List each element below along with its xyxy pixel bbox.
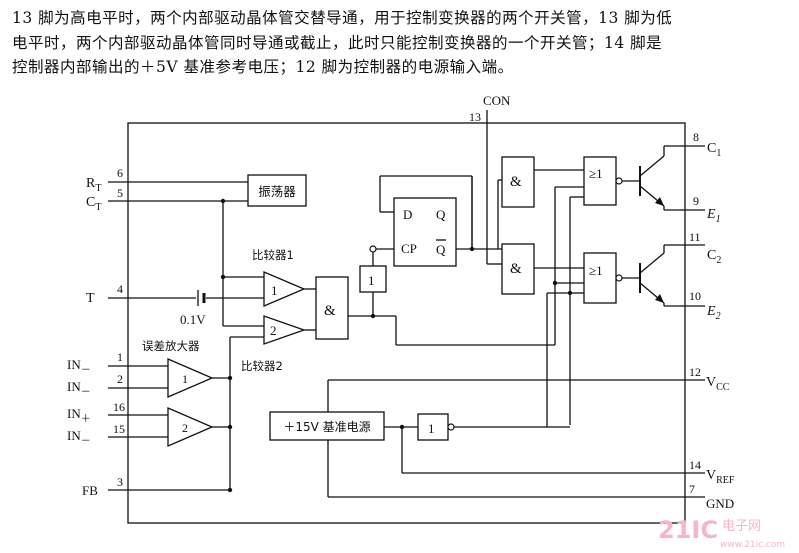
svg-text:≥1: ≥1 bbox=[589, 263, 603, 278]
reference-source-label: ＋15V 基准电源 bbox=[283, 420, 370, 434]
description-text: 13 脚为高电平时，两个内部驱动晶体管交替导通，用于控制变换器的两个开关管，13… bbox=[12, 6, 792, 80]
description-line-3: 控制器内部输出的＋5V 基准参考电压；12 脚为控制器的电源输入端。 bbox=[12, 58, 514, 76]
gnd-label: GND bbox=[706, 496, 734, 511]
comparator1-label: 比较器1 bbox=[252, 248, 294, 262]
oscillator-label: 振荡器 bbox=[258, 184, 296, 199]
rt-label: RT bbox=[86, 176, 101, 194]
c2-label: C2 bbox=[707, 248, 721, 266]
svg-text:1: 1 bbox=[182, 372, 188, 386]
in2-minus-label: IN－ bbox=[67, 428, 91, 447]
comparator-2 bbox=[263, 315, 306, 345]
pin-6-number: 6 bbox=[117, 166, 123, 180]
svg-text:Q: Q bbox=[436, 207, 446, 222]
svg-text:21IC: 21IC bbox=[658, 516, 718, 544]
and-gate-top bbox=[501, 156, 535, 208]
vcc-label: VCC bbox=[706, 375, 730, 393]
comparator2-label: 比较器2 bbox=[241, 359, 283, 373]
pin-5-number: 5 bbox=[117, 186, 123, 200]
oscillator-block bbox=[247, 174, 307, 207]
watermark: 21IC 电子网 www.21ic.com bbox=[658, 516, 785, 550]
e2-label: E2 bbox=[706, 304, 721, 322]
svg-text:1: 1 bbox=[428, 421, 435, 436]
svg-text:www.21ic.com: www.21ic.com bbox=[720, 540, 785, 550]
con-label: CON bbox=[483, 93, 511, 108]
and-gate-bottom bbox=[501, 243, 535, 295]
svg-text:2: 2 bbox=[270, 323, 277, 338]
in2-plus-label: IN＋ bbox=[67, 406, 91, 425]
or-gate-top bbox=[583, 156, 617, 206]
svg-text:CP: CP bbox=[401, 241, 417, 256]
e1-label: E1 bbox=[706, 207, 721, 225]
svg-text:≥1: ≥1 bbox=[589, 166, 603, 181]
pin-2-number: 2 bbox=[117, 372, 123, 386]
svg-text:2: 2 bbox=[182, 421, 188, 435]
svg-text:D: D bbox=[403, 207, 412, 222]
d-flip-flop bbox=[393, 197, 457, 267]
inverter-ref bbox=[417, 413, 449, 441]
pin-9-number: 9 bbox=[693, 194, 699, 208]
pin-8-number: 8 bbox=[693, 130, 699, 144]
svg-text:&: & bbox=[324, 303, 336, 319]
pin-7-number: 7 bbox=[689, 482, 695, 496]
pin-16-number: 16 bbox=[113, 400, 125, 414]
fb-label: FB bbox=[82, 483, 98, 498]
in1-minus-label: IN－ bbox=[67, 357, 91, 376]
pin-10-number: 10 bbox=[689, 289, 701, 303]
pin-1-number: 1 bbox=[117, 350, 123, 364]
voltage-01-label: 0.1V bbox=[180, 312, 206, 327]
svg-text:电子网: 电子网 bbox=[722, 519, 761, 534]
svg-text:1: 1 bbox=[368, 273, 375, 288]
pin-4-number: 4 bbox=[117, 282, 123, 296]
vref-label: VREF bbox=[706, 468, 735, 486]
pin-15-number: 15 bbox=[113, 422, 125, 436]
and-gate-comparators bbox=[315, 276, 349, 340]
chip-outline bbox=[127, 122, 686, 524]
reference-source-block bbox=[269, 411, 385, 441]
inverter-cp bbox=[359, 265, 387, 293]
svg-text:&: & bbox=[510, 174, 522, 190]
error-amp-1 bbox=[167, 358, 214, 398]
description-line-1: 13 脚为高电平时，两个内部驱动晶体管交替导通，用于控制变换器的两个开关管，13… bbox=[12, 9, 673, 27]
pin-13-number: 13 bbox=[469, 110, 481, 124]
ct-label: CT bbox=[86, 195, 101, 213]
pin-3-number: 3 bbox=[117, 475, 123, 489]
svg-text:&: & bbox=[510, 261, 522, 277]
t-label: T bbox=[86, 291, 95, 306]
svg-text:1: 1 bbox=[271, 283, 278, 298]
or-gate-bottom bbox=[583, 252, 617, 304]
error-amp-2 bbox=[167, 407, 214, 447]
in1-plus-label: IN－ bbox=[67, 379, 91, 398]
c1-label: C1 bbox=[707, 141, 721, 159]
error-amp-label: 误差放大器 bbox=[142, 339, 200, 353]
pin-11-number: 11 bbox=[689, 230, 701, 244]
description-line-2: 电平时，两个内部驱动晶体管同时导通或截止，此时只能控制变换器的一个开关管；14 … bbox=[12, 33, 663, 52]
svg-text:Q: Q bbox=[436, 242, 446, 257]
pin-14-number: 14 bbox=[689, 458, 701, 472]
comparator-1 bbox=[263, 271, 306, 307]
pin-12-number: 12 bbox=[689, 365, 701, 379]
